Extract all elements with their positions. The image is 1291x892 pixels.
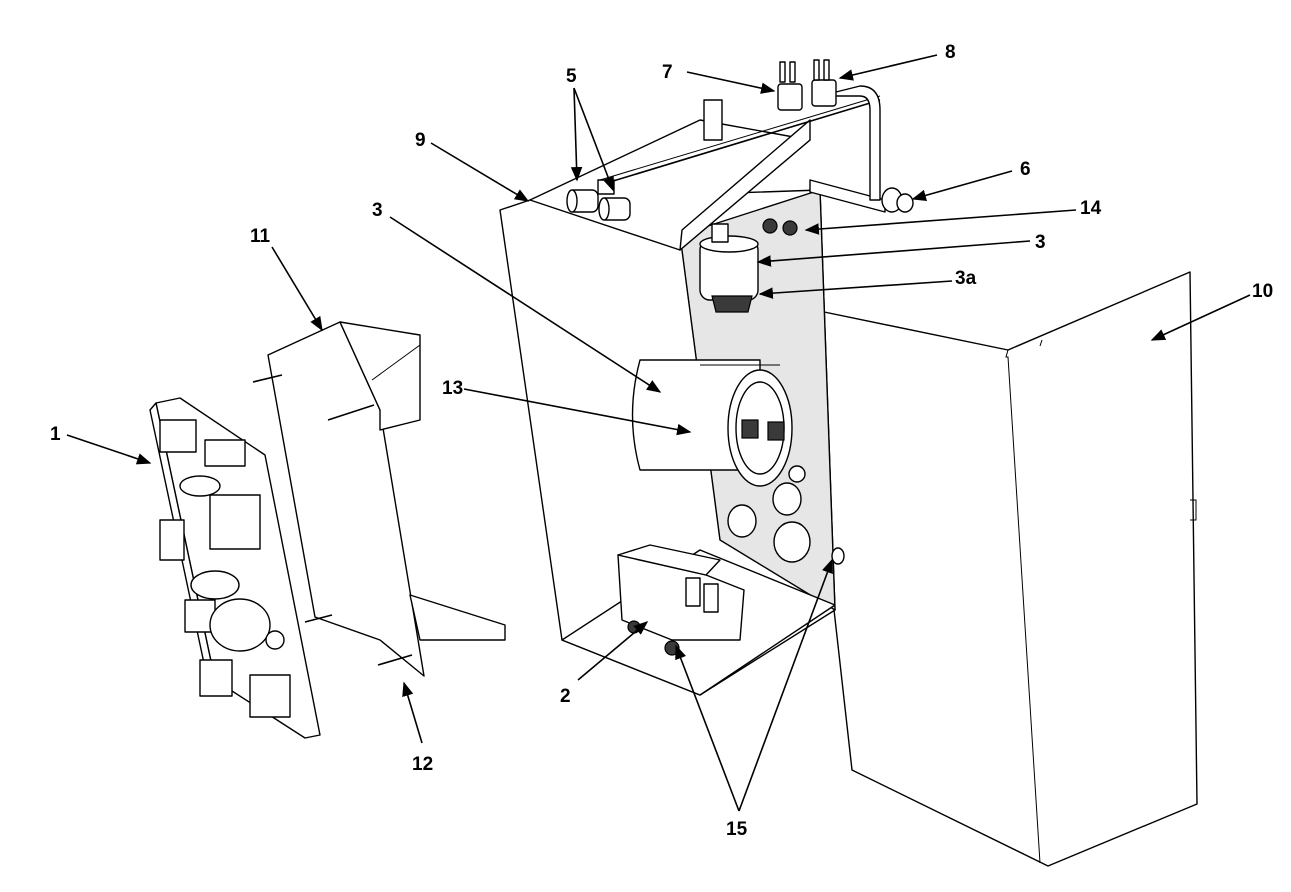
standoff-parts	[252, 374, 413, 666]
leader-lines	[66, 54, 1251, 812]
callout-11: 11	[250, 226, 271, 247]
callout-15: 15	[726, 819, 748, 840]
control-board-part	[149, 397, 321, 739]
callout-3a: 3a	[955, 268, 977, 289]
knockout-holes	[727, 465, 845, 565]
callout-7: 7	[662, 62, 673, 83]
callout-6: 6	[1020, 159, 1031, 180]
run-capacitor-part	[631, 359, 793, 487]
callout-8: 8	[945, 42, 956, 63]
front-cover-part	[799, 271, 1198, 867]
callout-10: 10	[1252, 281, 1273, 302]
callout-labels: 1 2 3 3 3a 5 6 7 8 9 10 11 12 13 14 15	[50, 42, 1273, 840]
contactor-part	[617, 544, 745, 656]
callout-12: 12	[412, 754, 433, 775]
callout-9: 9	[415, 130, 426, 151]
callout-14: 14	[1080, 198, 1102, 219]
mounting-bracket-part	[267, 321, 506, 677]
callout-1: 1	[50, 424, 61, 445]
callout-3-right: 3	[1035, 232, 1046, 253]
callout-3-left: 3	[372, 200, 383, 221]
top-bracket-part	[529, 59, 914, 251]
callout-2: 2	[560, 686, 571, 707]
callout-5: 5	[566, 66, 577, 87]
small-capacitor-part	[699, 223, 759, 313]
callout-13: 13	[442, 378, 463, 399]
